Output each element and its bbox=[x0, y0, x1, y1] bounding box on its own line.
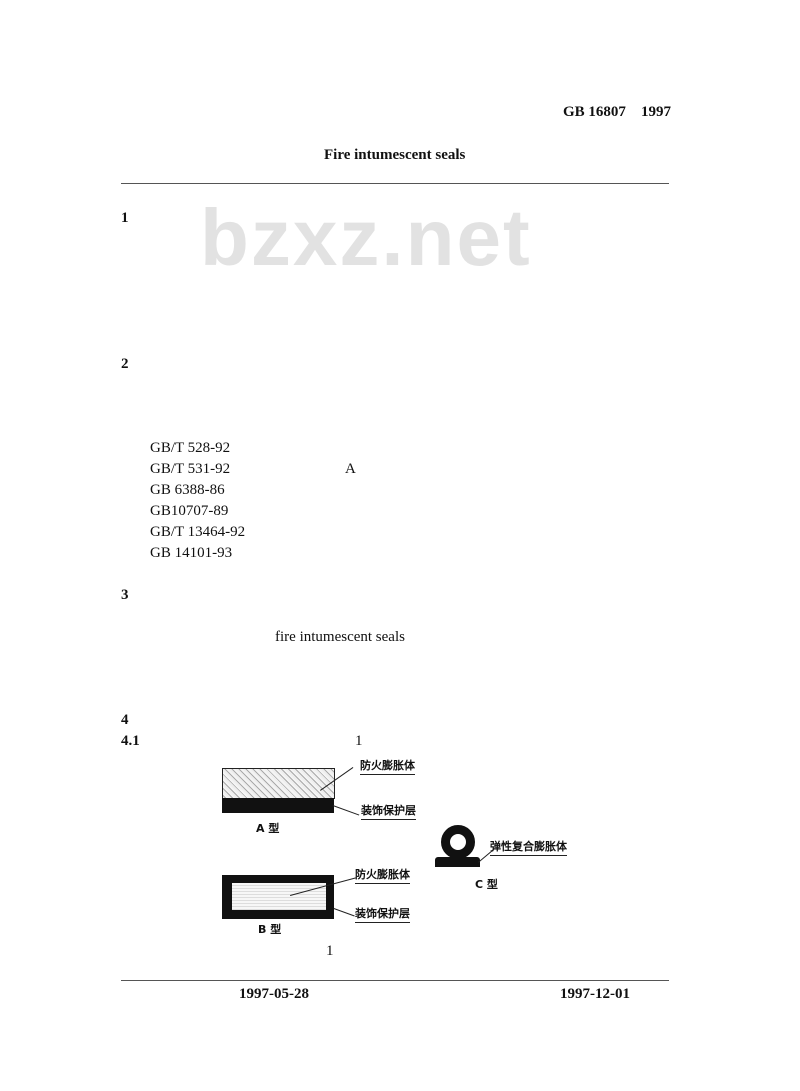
header-rule bbox=[121, 183, 669, 184]
leader-line bbox=[332, 805, 360, 816]
standard-number: GB 16807 1997 bbox=[563, 104, 671, 121]
effective-date: 1997-12-01 bbox=[560, 986, 630, 1002]
figure-reference: 1 bbox=[355, 733, 363, 749]
label-intumescent: 防火膨胀体 bbox=[355, 866, 410, 884]
reference-item: GB/T 13464-92 bbox=[150, 524, 246, 540]
section-2-number: 2 bbox=[121, 356, 129, 372]
reference-item: GB 14101-93 bbox=[150, 545, 233, 561]
term-english: fire intumescent seals bbox=[275, 629, 405, 645]
label-elastic: 弹性复合膨胀体 bbox=[490, 838, 567, 856]
watermark: bzxz.net bbox=[200, 193, 532, 282]
section-4-1-number: 4.1 bbox=[121, 733, 140, 749]
footer-rule bbox=[121, 980, 669, 981]
caption-type-c: C 型 bbox=[475, 878, 498, 891]
caption-type-b: B 型 bbox=[258, 923, 282, 936]
intumescent-layer bbox=[232, 883, 326, 910]
issue-date: 1997-05-28 bbox=[239, 986, 309, 1002]
leader-line bbox=[333, 908, 355, 917]
label-protective: 装饰保护层 bbox=[355, 905, 410, 923]
reference-item: GB/T 531-92 bbox=[150, 461, 231, 477]
seal-base bbox=[435, 857, 480, 867]
figure-caption: 1 bbox=[326, 943, 334, 959]
reference-note: A bbox=[345, 461, 356, 477]
ring-seal bbox=[441, 825, 475, 859]
section-4-number: 4 bbox=[121, 712, 129, 728]
caption-type-a: A 型 bbox=[256, 822, 280, 835]
reference-item: GB/T 528-92 bbox=[150, 440, 231, 456]
section-1-number: 1 bbox=[121, 210, 129, 226]
standard-no: GB 16807 bbox=[563, 104, 626, 120]
intumescent-layer bbox=[222, 768, 335, 799]
label-protective: 装饰保护层 bbox=[361, 802, 416, 820]
document-title: Fire intumescent seals bbox=[324, 147, 466, 163]
protective-layer bbox=[222, 798, 334, 813]
reference-item: GB 6388-86 bbox=[150, 482, 225, 498]
label-intumescent: 防火膨胀体 bbox=[360, 757, 415, 775]
section-3-number: 3 bbox=[121, 587, 129, 603]
reference-item: GB10707-89 bbox=[150, 503, 229, 519]
standard-year: 1997 bbox=[640, 104, 671, 120]
